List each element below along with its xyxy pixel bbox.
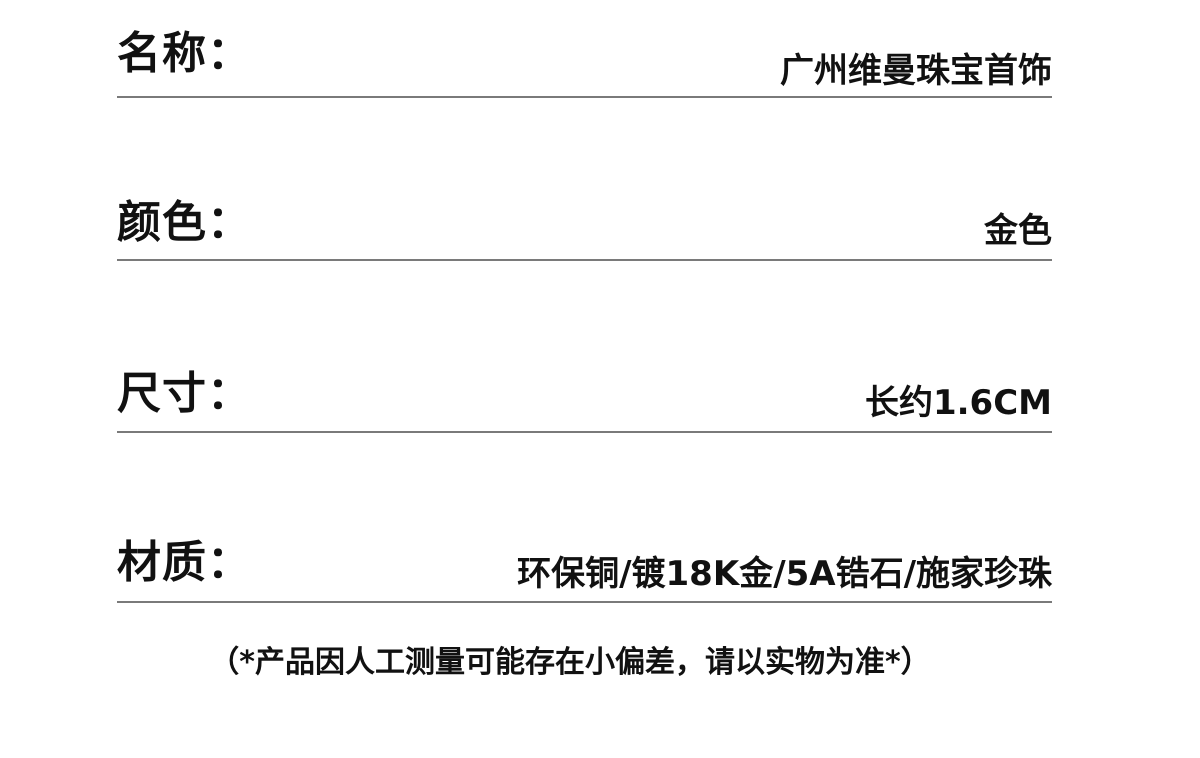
spec-label-material: 材质： xyxy=(117,537,252,588)
spec-row-material: 材质： 环保铜/镀18K金/5A锆石/施家珍珠 xyxy=(117,0,1052,603)
spec-row-size: 尺寸： 长约1.6CM xyxy=(117,0,1052,433)
spec-value-name: 广州维曼珠宝首饰 xyxy=(780,51,1052,91)
spec-label-color: 颜色： xyxy=(117,197,252,248)
spec-value-material: 环保铜/镀18K金/5A锆石/施家珍珠 xyxy=(517,554,1052,594)
spec-row-color: 颜色： 金色 xyxy=(117,0,1052,261)
spec-label-size: 尺寸： xyxy=(117,368,252,419)
spec-row-name: 名称： 广州维曼珠宝首饰 xyxy=(117,0,1052,98)
spec-label-name: 名称： xyxy=(117,28,252,79)
measurement-disclaimer: （*产品因人工测量可能存在小偏差，请以实物为准*） xyxy=(209,645,931,680)
spec-value-color: 金色 xyxy=(984,211,1052,251)
spec-value-size: 长约1.6CM xyxy=(864,383,1052,423)
